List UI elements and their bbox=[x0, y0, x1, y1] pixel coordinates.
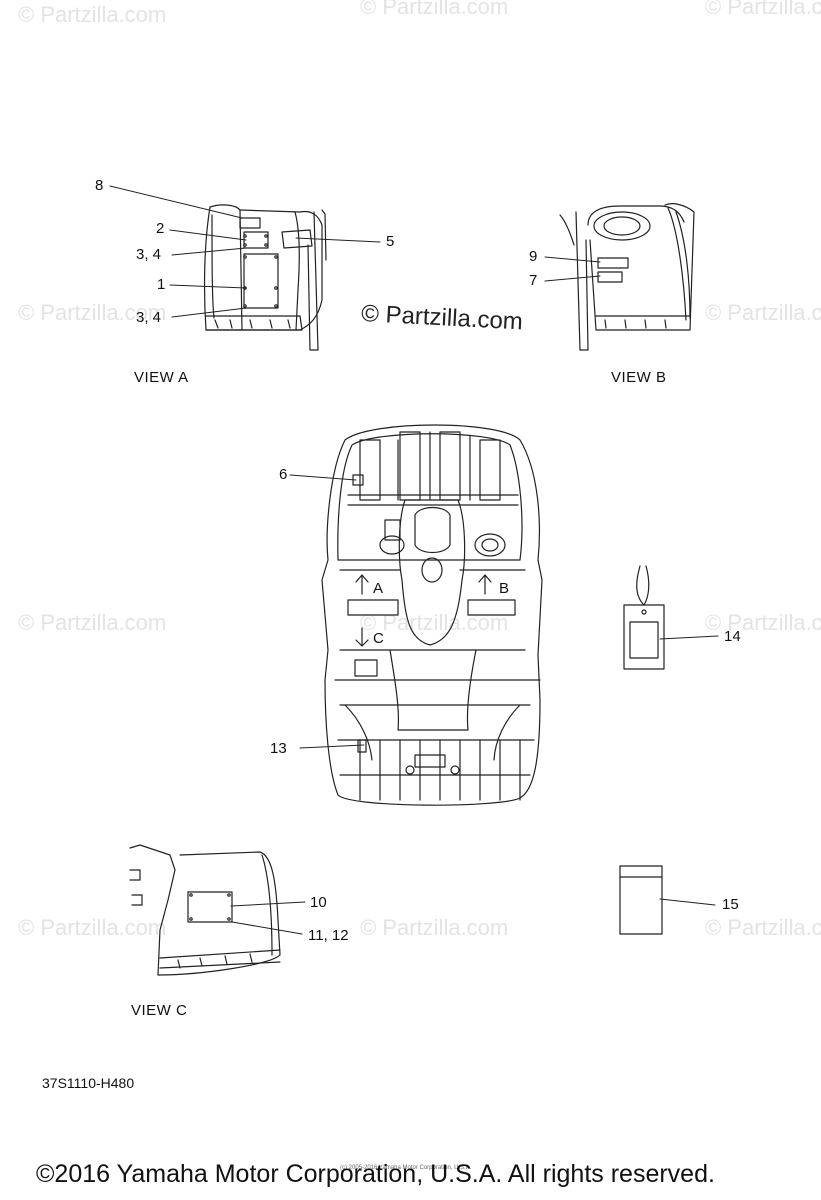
diagram-code: 37S1110-H480 bbox=[42, 1075, 135, 1091]
watermark: © Partzilla.com bbox=[18, 300, 167, 325]
arrow-label-a: A bbox=[373, 580, 384, 597]
watermark: © Partzilla.com bbox=[18, 2, 167, 27]
manual-bag-drawing bbox=[619, 865, 663, 935]
callout-3-4: 3, 4 bbox=[136, 309, 162, 326]
leader-lines bbox=[109, 185, 719, 935]
fine-print: (c) 2005-2016 Yamaha Motor Corporation, … bbox=[340, 1165, 472, 1171]
callout-13: 13 bbox=[270, 740, 287, 757]
callout-9: 9 bbox=[529, 248, 538, 265]
callout-15: 15 bbox=[722, 896, 739, 913]
watermark: © Partzilla.com bbox=[18, 610, 167, 635]
view-b-title: VIEW B bbox=[611, 369, 667, 386]
callout-11-12: 11, 12 bbox=[308, 927, 349, 944]
watermark: © Partzilla.com bbox=[705, 0, 821, 19]
callout-10: 10 bbox=[310, 894, 327, 911]
callout-2: 2 bbox=[156, 220, 165, 237]
watermark: © Partzilla.com bbox=[360, 0, 509, 19]
callout-5: 5 bbox=[386, 233, 395, 250]
callout-7: 7 bbox=[529, 272, 538, 289]
watermark: © Partzilla.com bbox=[360, 610, 509, 635]
watermark: © Partzilla.com bbox=[705, 610, 821, 635]
watermark: © Partzilla.com bbox=[705, 300, 821, 325]
view-c-drawing bbox=[129, 844, 281, 976]
watermark: © Partzilla.com bbox=[705, 915, 821, 940]
callout-8: 8 bbox=[95, 177, 104, 194]
callout-14: 14 bbox=[724, 628, 741, 645]
view-a-title: VIEW A bbox=[134, 369, 189, 386]
hang-tag-drawing bbox=[623, 565, 665, 670]
vehicle-top-view bbox=[321, 424, 543, 806]
view-a-drawing bbox=[203, 204, 327, 351]
watermark: © Partzilla.com bbox=[360, 915, 509, 940]
callout-3-4: 3, 4 bbox=[136, 246, 162, 263]
callout-6: 6 bbox=[279, 466, 288, 483]
arrow-label-b: B bbox=[499, 580, 510, 597]
watermark: © Partzilla.com bbox=[18, 915, 167, 940]
view-b-drawing bbox=[559, 203, 695, 351]
view-c-title: VIEW C bbox=[131, 1002, 188, 1019]
arrow-label-c: C bbox=[373, 630, 384, 647]
callout-1: 1 bbox=[157, 276, 166, 293]
copyright-text: ©2016 Yamaha Motor Corporation, U.S.A. A… bbox=[36, 1160, 715, 1188]
